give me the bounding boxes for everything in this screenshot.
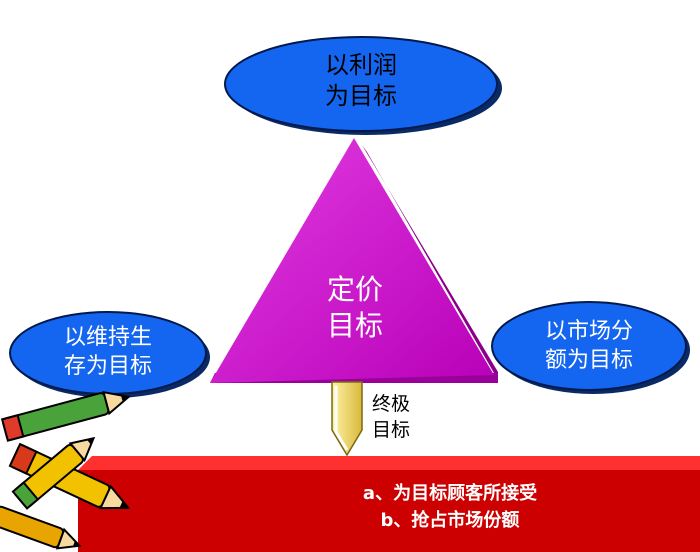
- bottom-box: [78, 456, 700, 552]
- ultimate-goal-label: 终极 目标: [363, 392, 419, 444]
- bottom-box-item-a: a、为目标顾客所接受: [362, 483, 538, 504]
- pricing-goal-triangle: [210, 138, 498, 383]
- market-share-goal-line1: 以市场分: [544, 319, 633, 344]
- market-share-goal-ellipse: [491, 301, 690, 394]
- pricing-goal-line1: 定价: [326, 273, 383, 306]
- survival-goal-label: 以维持生 存为目标: [28, 324, 188, 381]
- ultimate-goal-arrow: [331, 381, 363, 457]
- market-share-goal-line2: 额为目标: [544, 347, 633, 373]
- ultimate-goal-line1: 终极: [371, 393, 410, 415]
- profit-goal-ellipse: [224, 36, 502, 135]
- market-share-goal-label: 以市场分 额为目标: [509, 318, 669, 375]
- pricing-goal-label: 定价 目标: [300, 272, 410, 345]
- ultimate-goal-line2: 目标: [371, 418, 410, 441]
- bottom-box-item-b: b、抢占市场份额: [380, 510, 520, 531]
- profit-goal-line1: 以利润: [325, 51, 397, 79]
- survival-goal-ellipse: [9, 311, 210, 398]
- bottom-box-text: a、为目标顾客所接受 b、抢占市场份额: [230, 480, 670, 534]
- pricing-goal-line2: 目标: [326, 309, 383, 343]
- pencils-clipart: [0, 390, 131, 550]
- survival-goal-line1: 以维持生: [63, 325, 152, 350]
- profit-goal-label: 以利润 为目标: [271, 50, 451, 112]
- profit-goal-line2: 为目标: [325, 82, 397, 111]
- survival-goal-line2: 存为目标: [63, 353, 152, 379]
